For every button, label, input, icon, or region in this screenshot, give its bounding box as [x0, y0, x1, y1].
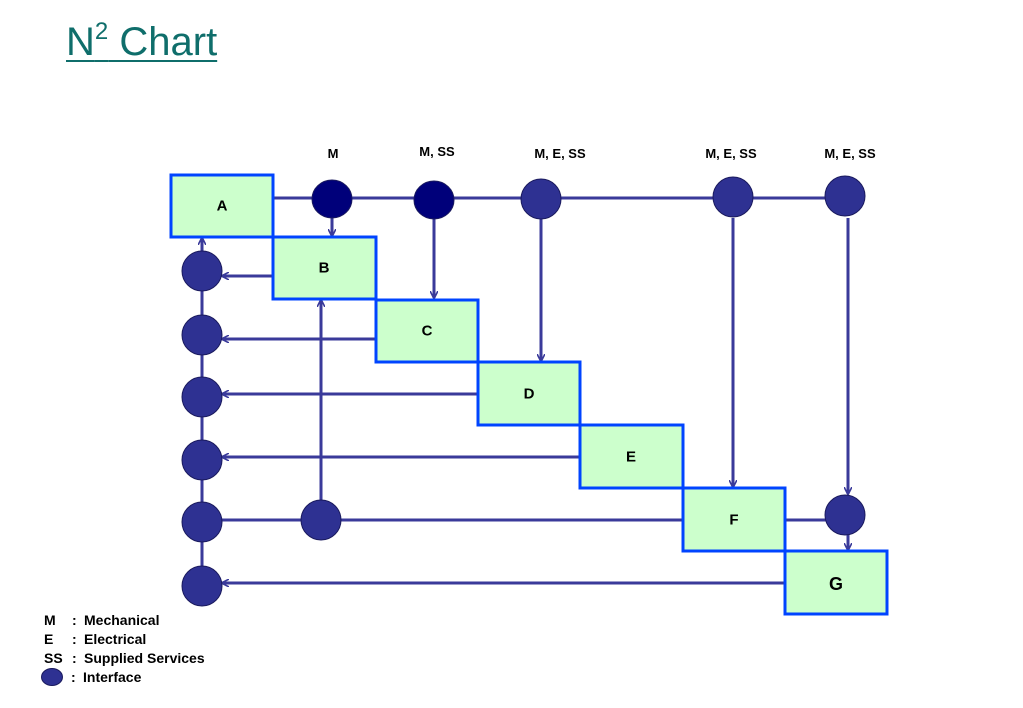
box-e [578, 423, 685, 490]
legend-item-supplied-services: SS:Supplied Services [44, 649, 205, 666]
box-label-f: F [729, 512, 738, 529]
box-label-d: D [524, 386, 535, 403]
interface-top-m-ss [413, 180, 455, 220]
box-c [374, 298, 480, 364]
interface-b-feed [300, 499, 342, 541]
legend: M:Mechanical E:Electrical SS:Supplied Se… [41, 610, 205, 686]
top-label-m-ss: M, SS [419, 144, 455, 159]
legend-code: M [44, 611, 56, 628]
interface-dot-icon [41, 667, 63, 686]
interface-left-g [181, 565, 223, 607]
legend-desc: Supplied Services [84, 649, 205, 666]
page-title: N2 Chart [66, 18, 218, 64]
interface-top-g [824, 175, 866, 217]
box-f [681, 486, 787, 553]
box-label-a: A [217, 198, 228, 215]
legend-item-electrical: E:Electrical [44, 630, 147, 647]
top-label-m-e-ss-d: M, E, SS [534, 146, 586, 161]
legend-item-mechanical: M:Mechanical [44, 611, 160, 628]
interface-top-f [712, 176, 754, 218]
box-label-b: B [319, 260, 330, 277]
box-a [169, 173, 275, 239]
legend-code: E [44, 630, 54, 647]
interface-g-feed [824, 494, 866, 536]
top-label-m: M [328, 146, 339, 161]
interface-left-d [181, 376, 223, 418]
interface-top-d [520, 178, 562, 220]
top-label-m-e-ss-g: M, E, SS [824, 146, 876, 161]
box-b [271, 235, 378, 301]
legend-desc: Interface [83, 668, 142, 685]
interface-left-b [181, 250, 223, 292]
box-label-c: C [422, 323, 433, 340]
box-label-g: G [829, 574, 843, 594]
box-g [783, 549, 889, 616]
legend-code: SS [44, 649, 63, 666]
interface-left-e [181, 439, 223, 481]
legend-item-interface: :Interface [41, 667, 205, 686]
top-label-m-e-ss-f: M, E, SS [705, 146, 757, 161]
box-label-e: E [626, 449, 636, 466]
legend-desc: Mechanical [84, 611, 160, 628]
legend-desc: Electrical [84, 630, 147, 647]
interface-top-m [311, 179, 353, 219]
box-d [476, 360, 582, 427]
interface-left-f [181, 501, 223, 543]
interface-left-c [181, 314, 223, 356]
